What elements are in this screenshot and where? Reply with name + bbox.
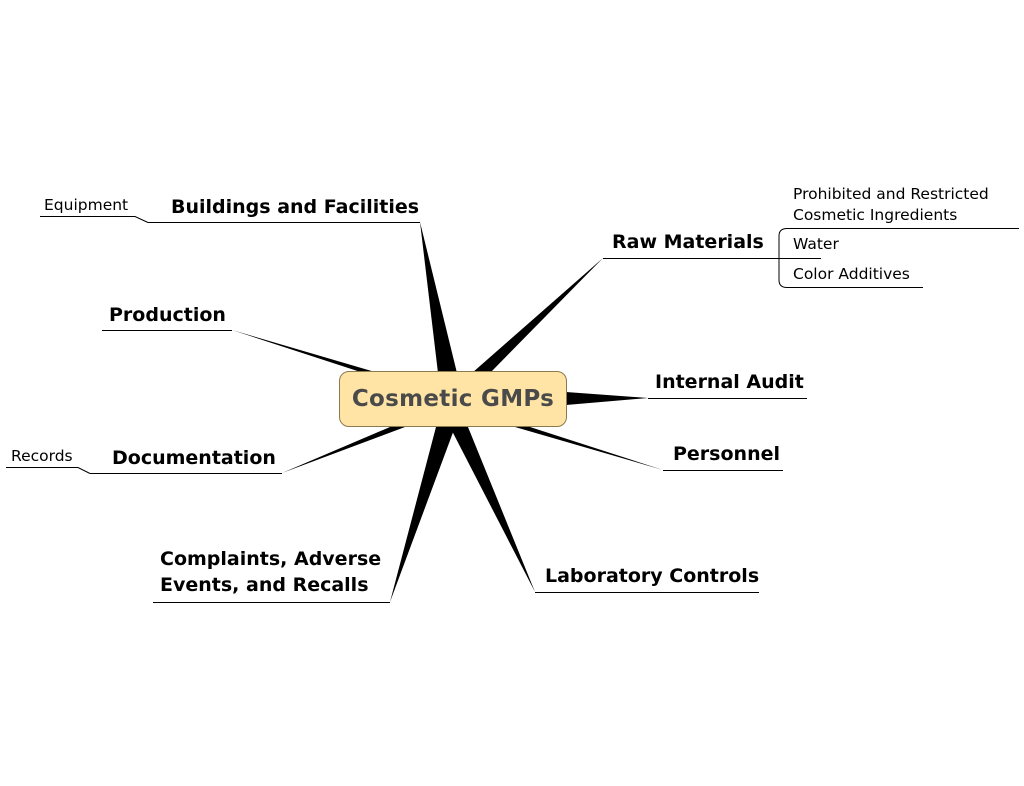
topic-complaints-line-2[interactable]: Events, and Recalls [160,574,369,596]
subtopic-color-additives[interactable]: Color Additives [793,265,910,283]
connector-equipment [40,216,149,223]
branch-connector-buildings [420,222,457,373]
subtopic-prohibited-line-1[interactable]: Prohibited and Restricted [793,185,989,203]
branch-connector-internal-audit [566,392,648,405]
subtopic-water[interactable]: Water [793,235,839,253]
topic-internal-audit[interactable]: Internal Audit [655,371,804,393]
subtopic-records[interactable]: Records [11,447,73,465]
topic-raw-materials[interactable]: Raw Materials [612,231,764,253]
subtopic-prohibited-line-2[interactable]: Cosmetic Ingredients [793,206,958,224]
subtopic-equipment[interactable]: Equipment [44,196,129,214]
connector-prohibited [778,228,1019,259]
connector-color-additives [778,258,923,288]
branch-connector-laboratory [450,427,535,592]
topic-personnel[interactable]: Personnel [673,443,780,465]
topic-production[interactable]: Production [109,304,226,326]
topic-laboratory-controls[interactable]: Laboratory Controls [545,565,760,587]
branch-connector-raw-materials [472,258,603,373]
central-topic[interactable]: Cosmetic GMPs [339,371,567,427]
topic-documentation[interactable]: Documentation [112,447,276,469]
topic-complaints-line-1[interactable]: Complaints, Adverse [160,548,382,570]
branch-connector-production [232,330,385,380]
branch-connector-documentation [282,427,405,473]
topic-buildings-and-facilities[interactable]: Buildings and Facilities [171,196,420,218]
branch-connector-complaints [390,427,455,602]
branch-connector-personnel [515,427,663,470]
connector-records [6,467,91,474]
